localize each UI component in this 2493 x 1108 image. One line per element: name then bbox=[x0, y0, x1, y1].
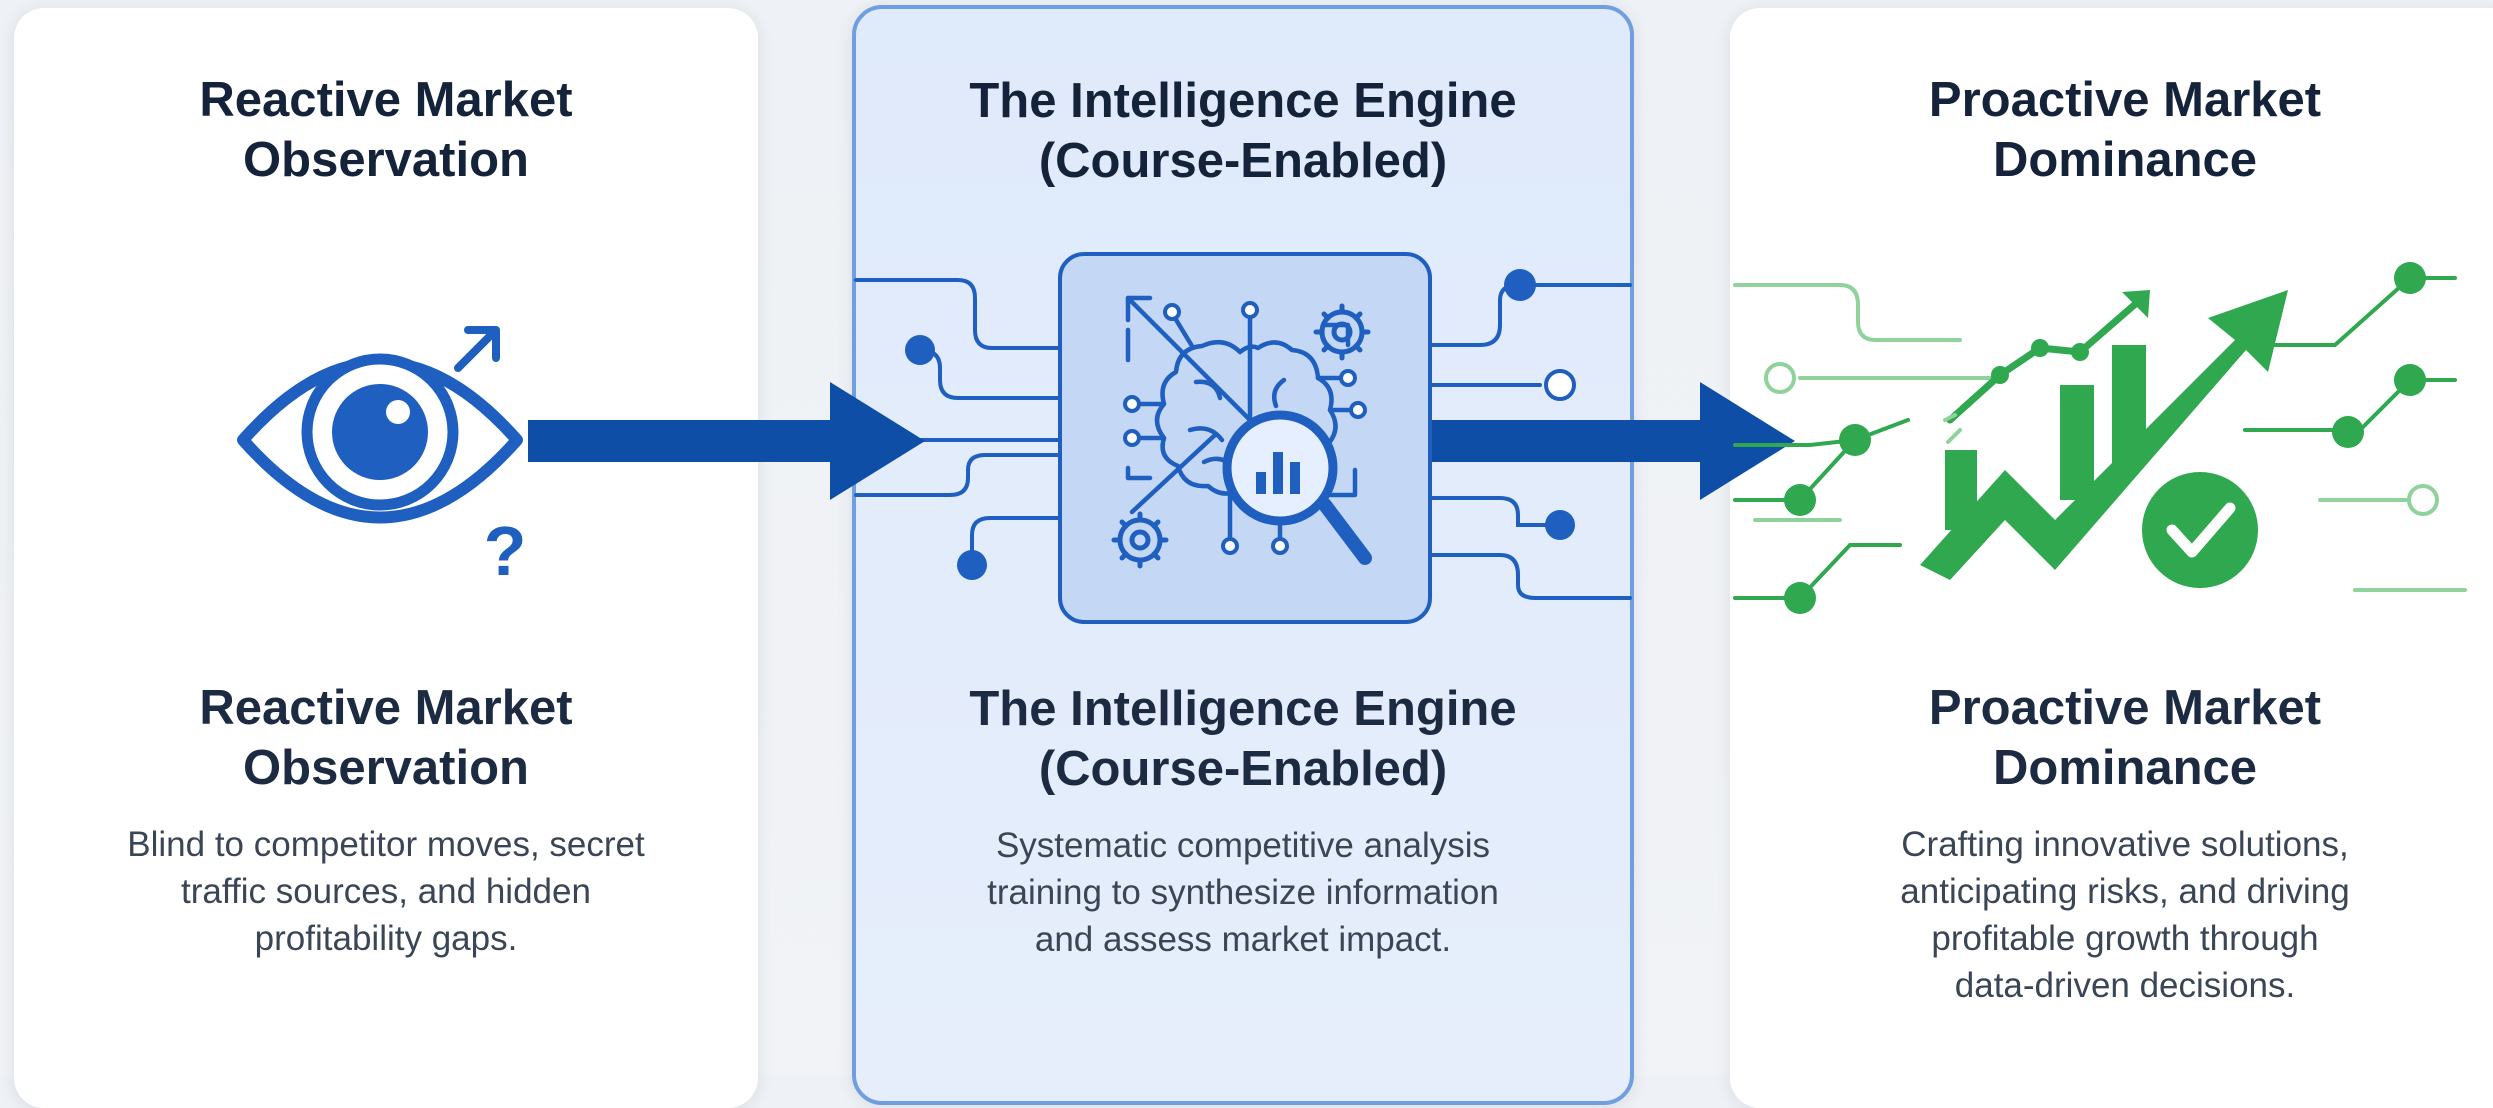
svg-text:?: ? bbox=[484, 512, 527, 590]
reactive-observation-card: Reactive Market Observation Reactive Mar… bbox=[14, 8, 758, 1108]
reactive-card-title: Reactive Market Observation bbox=[199, 73, 573, 187]
brain-circuit-magnifier-icon bbox=[1058, 252, 1432, 624]
magnifier-icon bbox=[1222, 410, 1372, 565]
reactive-card-description: Blind to competitor moves, secret traffi… bbox=[127, 825, 645, 958]
flow-arrow-right-icon bbox=[1424, 382, 1795, 500]
proactive-card-subtitle: Proactive Market Dominance bbox=[1928, 681, 2322, 795]
reactive-card-subtitle: Reactive Market Observation bbox=[199, 681, 573, 795]
circuit-nodes-icon bbox=[905, 269, 1576, 580]
proactive-card-description: Crafting innovative solutions, anticipat… bbox=[1900, 825, 2350, 1005]
growth-arrow-check-icon bbox=[1920, 290, 2288, 588]
gear-icon bbox=[1111, 303, 1371, 569]
proactive-dominance-card: Proactive Market Dominance Proactive Mar… bbox=[1730, 8, 2493, 1108]
engine-card-subtitle: The Intelligence Engine (Course-Enabled) bbox=[969, 682, 1517, 796]
diagram-illustrations: ? bbox=[237, 252, 2467, 624]
flow-arrow-left-icon bbox=[528, 382, 925, 500]
engine-card-description: Systematic competitive analysis training… bbox=[987, 826, 1499, 959]
proactive-card-title: Proactive Market Dominance bbox=[1928, 73, 2322, 187]
green-circuit-nodes-icon bbox=[1764, 262, 2439, 614]
eye-question-icon: ? bbox=[237, 326, 527, 590]
engine-card-title: The Intelligence Engine (Course-Enabled) bbox=[969, 74, 1517, 188]
